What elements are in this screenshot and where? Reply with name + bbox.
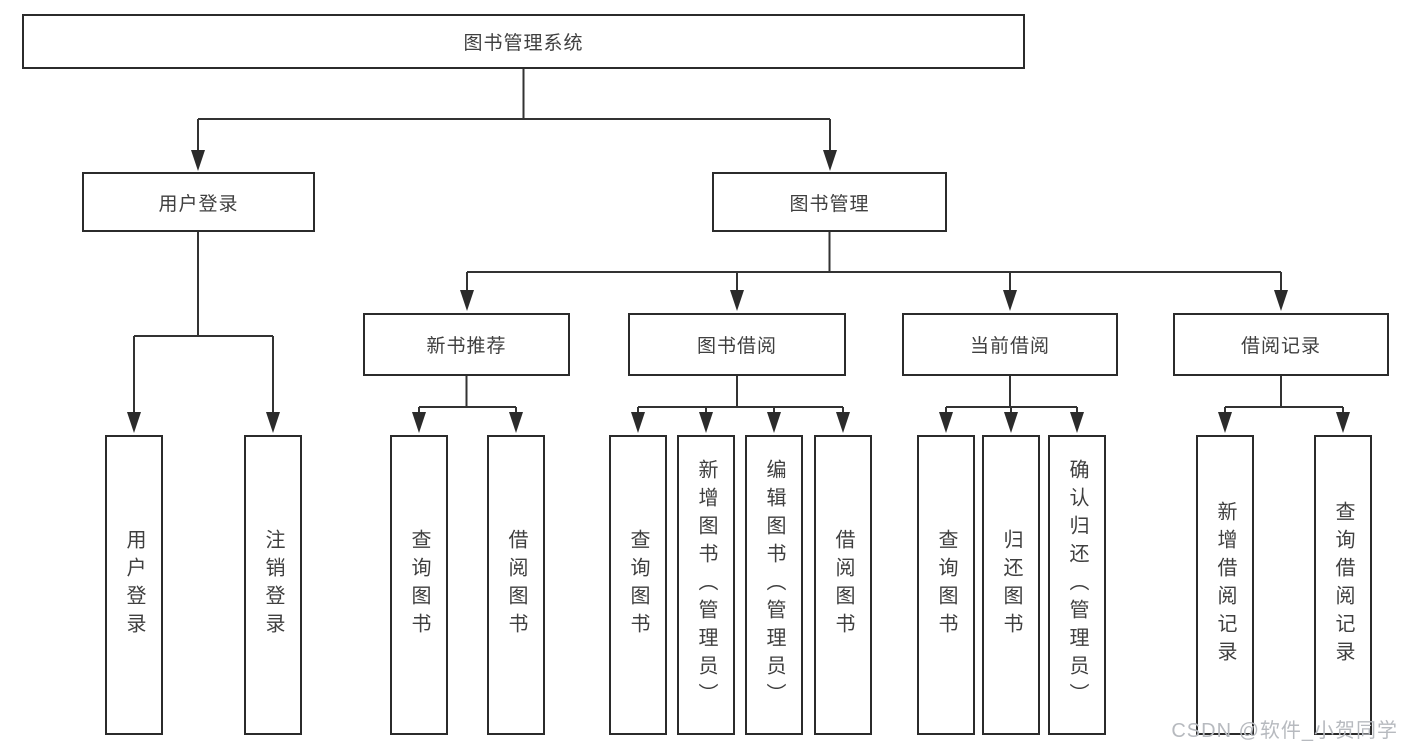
csdn-watermark: CSDN @软件_小贺同学 xyxy=(1171,720,1398,742)
leaf-query-books-current: 查询图书 xyxy=(917,435,975,735)
node-book-borrow: 图书借阅 xyxy=(628,313,846,376)
node-root-label: 图书管理系统 xyxy=(463,33,584,54)
leaf-user-login-label: 用户登录 xyxy=(123,529,145,641)
leaf-confirm-return-admin-label: 确认归还（管理员） xyxy=(1066,459,1088,711)
leaf-logout-label: 注销登录 xyxy=(262,529,284,641)
node-current-borrow-label: 当前借阅 xyxy=(969,336,1050,357)
node-new-book-recommend-label: 新书推荐 xyxy=(426,336,507,357)
leaf-borrow-books-label: 借阅图书 xyxy=(832,529,854,641)
leaf-query-books-recommend: 查询图书 xyxy=(390,435,448,735)
leaf-add-borrow-record-label: 新增借阅记录 xyxy=(1214,501,1236,669)
node-book-borrow-label: 图书借阅 xyxy=(696,336,777,357)
leaf-edit-book-admin-label: 编辑图书（管理员） xyxy=(763,459,785,711)
leaf-query-borrow-record: 查询借阅记录 xyxy=(1314,435,1372,735)
leaf-query-books-recommend-label: 查询图书 xyxy=(408,529,430,641)
leaf-query-borrow-record-label: 查询借阅记录 xyxy=(1332,501,1354,669)
leaf-borrow-books-recommend: 借阅图书 xyxy=(487,435,545,735)
node-current-borrow: 当前借阅 xyxy=(902,313,1118,376)
node-borrow-records: 借阅记录 xyxy=(1173,313,1389,376)
leaf-edit-book-admin: 编辑图书（管理员） xyxy=(745,435,803,735)
leaf-add-borrow-record: 新增借阅记录 xyxy=(1196,435,1254,735)
leaf-borrow-books-recommend-label: 借阅图书 xyxy=(505,529,527,641)
leaf-query-books-borrow: 查询图书 xyxy=(609,435,667,735)
leaf-query-books-current-label: 查询图书 xyxy=(935,529,957,641)
leaf-confirm-return-admin: 确认归还（管理员） xyxy=(1048,435,1106,735)
node-book-management: 图书管理 xyxy=(712,172,947,232)
node-new-book-recommend: 新书推荐 xyxy=(363,313,570,376)
leaf-return-book: 归还图书 xyxy=(982,435,1040,735)
leaf-logout: 注销登录 xyxy=(244,435,302,735)
leaf-borrow-books: 借阅图书 xyxy=(814,435,872,735)
leaf-query-books-borrow-label: 查询图书 xyxy=(627,529,649,641)
leaf-user-login: 用户登录 xyxy=(105,435,163,735)
node-user-login-label: 用户登录 xyxy=(158,193,239,215)
leaf-add-book-admin-label: 新增图书（管理员） xyxy=(695,459,717,711)
node-book-management-label: 图书管理 xyxy=(789,193,870,215)
leaf-return-book-label: 归还图书 xyxy=(1000,529,1022,641)
leaf-add-book-admin: 新增图书（管理员） xyxy=(677,435,735,735)
node-root: 图书管理系统 xyxy=(22,14,1025,69)
node-user-login: 用户登录 xyxy=(82,172,315,232)
node-borrow-records-label: 借阅记录 xyxy=(1240,336,1321,357)
